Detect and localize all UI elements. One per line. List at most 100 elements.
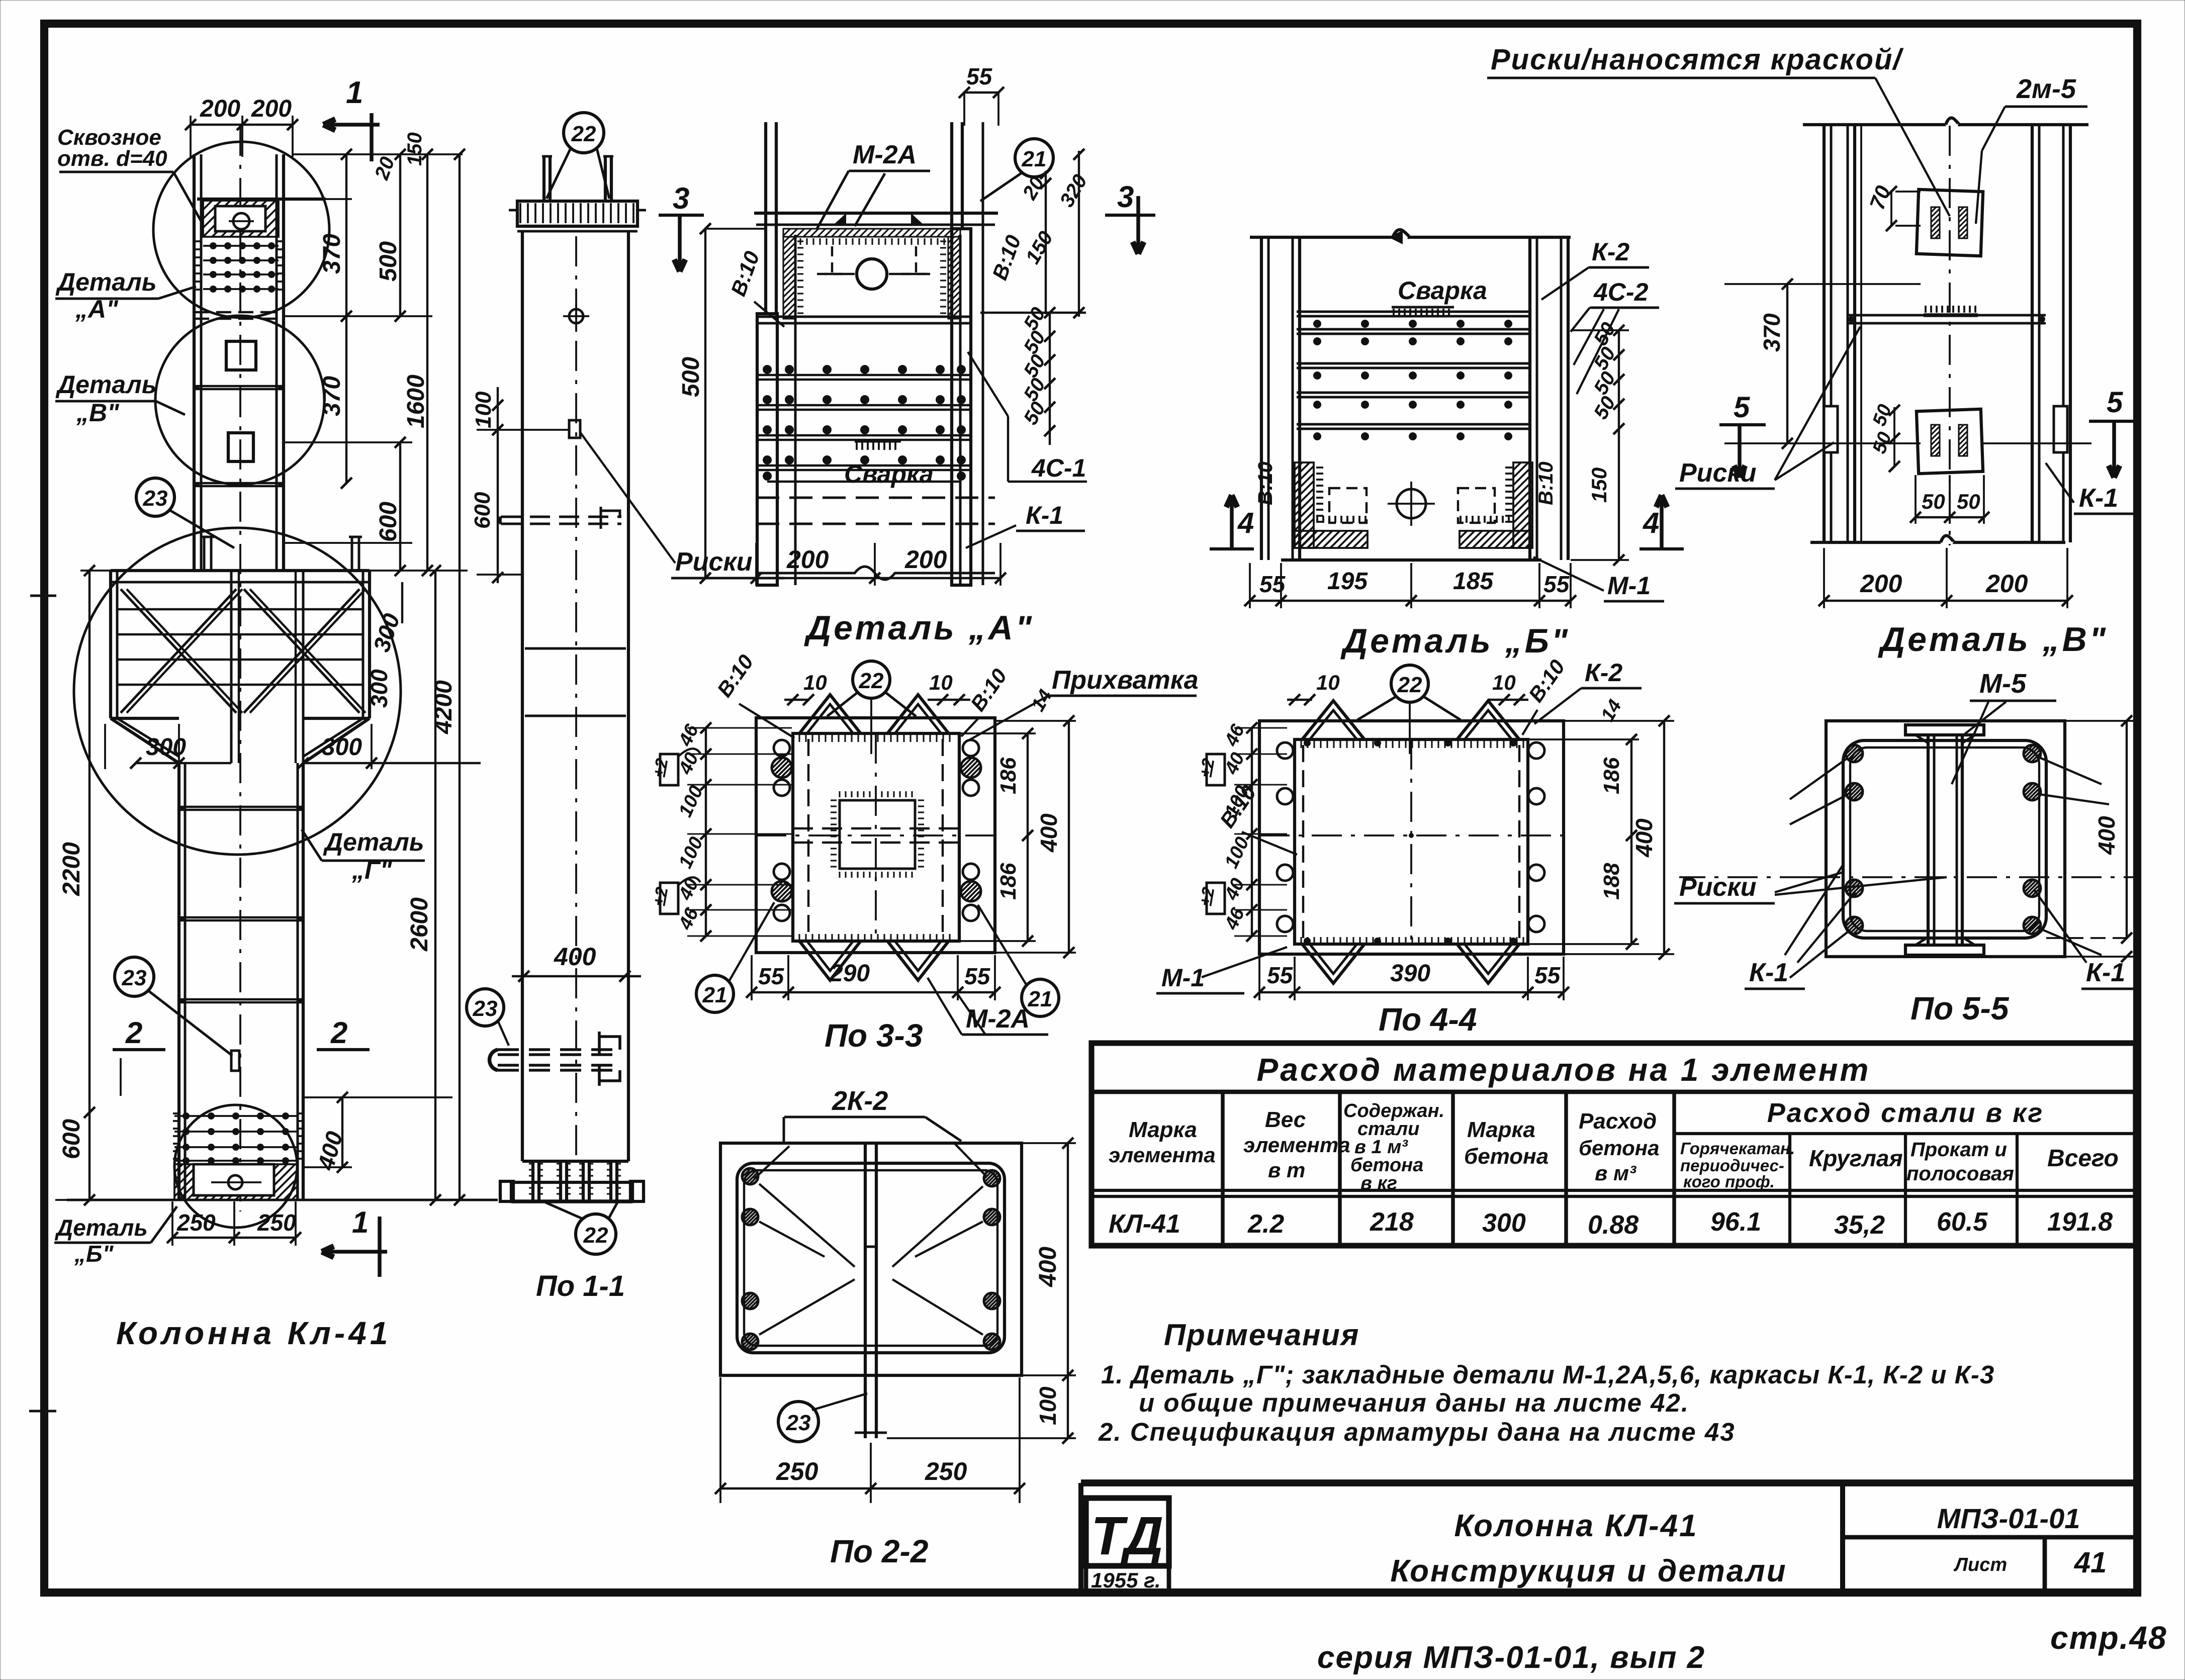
svg-text:Сварка: Сварка [1398,276,1487,305]
svg-text:250: 250 [257,1209,296,1236]
svg-text:К-1: К-1 [2079,484,2118,513]
svg-text:М-5: М-5 [1979,669,2027,699]
svg-text:в т: в т [1268,1158,1305,1182]
svg-text:22: 22 [583,1223,608,1248]
svg-text:4: 4 [1643,507,1659,539]
svg-text:1600: 1600 [403,375,429,428]
svg-text:370: 370 [1759,313,1785,352]
svg-text:К-2: К-2 [1585,659,1622,687]
svg-text:„В": „В" [76,399,120,427]
svg-text:5: 5 [1734,391,1750,424]
svg-text:бетона: бетона [1350,1155,1423,1176]
svg-text:3: 3 [1117,180,1134,214]
svg-text:1: 1 [346,75,363,110]
svg-text:370: 370 [319,234,345,274]
svg-text:370: 370 [319,376,345,416]
svg-text:Расход: Расход [1579,1109,1657,1134]
svg-text:2.2: 2.2 [1247,1209,1284,1239]
svg-text:М-1: М-1 [1161,964,1205,992]
svg-text:Расход стали в кг: Расход стали в кг [1767,1098,2044,1128]
svg-text:2: 2 [330,1016,347,1050]
svg-text:МПЗ-01-01: МПЗ-01-01 [1937,1503,2080,1534]
svg-text:500: 500 [678,357,704,397]
svg-text:±2: ±2 [1196,886,1218,908]
svg-text:250: 250 [176,1209,216,1236]
svg-text:500: 500 [375,241,402,282]
svg-text:и общие примечания даны: и общие примечания даны на листе 42. [1139,1388,1689,1417]
svg-text:КЛ-41: КЛ-41 [1109,1209,1180,1239]
svg-text:элемента: элемента [1109,1143,1216,1167]
svg-text:600: 600 [470,492,495,529]
svg-text:ТД: ТД [1091,1505,1163,1566]
svg-text:кого проф.: кого проф. [1683,1172,1775,1191]
svg-text:200: 200 [1985,570,2028,598]
svg-text:55: 55 [966,63,993,89]
svg-text:Марка: Марка [1467,1117,1535,1142]
svg-text:стр.48: стр.48 [2050,1620,2167,1656]
svg-text:400: 400 [1035,1247,1061,1287]
svg-text:±2: ±2 [1196,757,1218,779]
svg-text:в кг: в кг [1360,1173,1397,1194]
svg-text:Расход материалов на 1: Расход материалов на 1 элемент [1257,1052,1871,1088]
svg-text:400: 400 [1631,818,1657,858]
svg-text:10: 10 [803,671,827,694]
svg-text:35,2: 35,2 [1834,1210,1885,1240]
svg-text:Риски: Риски [1679,458,1757,488]
svg-text:55: 55 [1534,962,1561,988]
svg-text:периодичес-: периодичес- [1680,1156,1784,1175]
svg-text:200: 200 [251,96,292,122]
svg-text:в м³: в м³ [1595,1161,1636,1185]
svg-text:Горячекатан.: Горячекатан. [1680,1139,1795,1158]
svg-text:2200: 2200 [58,842,85,896]
svg-text:По 3-3: По 3-3 [825,1017,923,1054]
svg-text:К-2: К-2 [1592,238,1629,266]
svg-text:10: 10 [1316,671,1340,694]
svg-text:полосовая: полосовая [1906,1163,2014,1185]
svg-text:23: 23 [143,486,168,511]
svg-text:М-1: М-1 [1607,572,1651,600]
svg-text:22: 22 [1397,673,1422,697]
svg-text:21: 21 [1022,147,1047,171]
svg-text:21: 21 [702,983,727,1007]
svg-text:300: 300 [366,669,392,708]
svg-text:96.1: 96.1 [1710,1207,1761,1237]
svg-text:серия МПЗ-01-01, вып 2: серия МПЗ-01-01, вып 2 [1317,1640,1705,1675]
svg-text:2м-5: 2м-5 [2016,74,2076,104]
svg-text:1955 г.: 1955 г. [1091,1568,1161,1592]
svg-text:22: 22 [571,122,596,146]
svg-text:55: 55 [1267,962,1294,988]
svg-text:195: 195 [1327,568,1368,595]
svg-text:2. Спецификация арматуры: 2. Спецификация арматуры дана на листе 4… [1098,1418,1736,1446]
svg-text:2К-2: 2К-2 [832,1086,888,1116]
svg-text:Деталь „А": Деталь „А" [804,609,1034,647]
svg-text:300: 300 [146,734,186,761]
svg-text:250: 250 [925,1457,967,1485]
svg-text:„Б": „Б" [74,1241,114,1267]
svg-text:150: 150 [1587,468,1611,503]
svg-text:К-1: К-1 [2086,958,2125,987]
svg-text:стали: стали [1357,1118,1419,1140]
svg-text:55: 55 [1543,571,1570,597]
svg-text:41: 41 [2074,1546,2107,1579]
svg-text:Риски/наносятся краской/: Риски/наносятся краской/ [1491,43,1904,76]
svg-text:Сварка: Сварка [844,460,934,488]
svg-text:191.8: 191.8 [2047,1207,2113,1237]
svg-text:2600: 2600 [406,897,433,952]
svg-text:390: 390 [1390,960,1430,987]
svg-text:186: 186 [996,757,1021,794]
svg-text:188: 188 [1599,863,1624,900]
svg-text:250: 250 [776,1457,818,1485]
svg-text:3: 3 [673,181,689,215]
svg-text:100: 100 [1035,1386,1061,1425]
svg-text:23: 23 [122,966,147,990]
svg-text:21: 21 [1028,987,1053,1011]
svg-text:60.5: 60.5 [1937,1207,1988,1237]
svg-text:186: 186 [996,863,1021,900]
svg-text:23: 23 [786,1411,811,1435]
svg-text:В:10: В:10 [1254,461,1277,505]
svg-text:10: 10 [1492,671,1516,694]
svg-text:50: 50 [1957,490,1980,513]
svg-text:Прокат и: Прокат и [1910,1139,2007,1161]
svg-text:М-2А: М-2А [853,140,917,169]
svg-text:в 1 м³: в 1 м³ [1354,1137,1408,1158]
